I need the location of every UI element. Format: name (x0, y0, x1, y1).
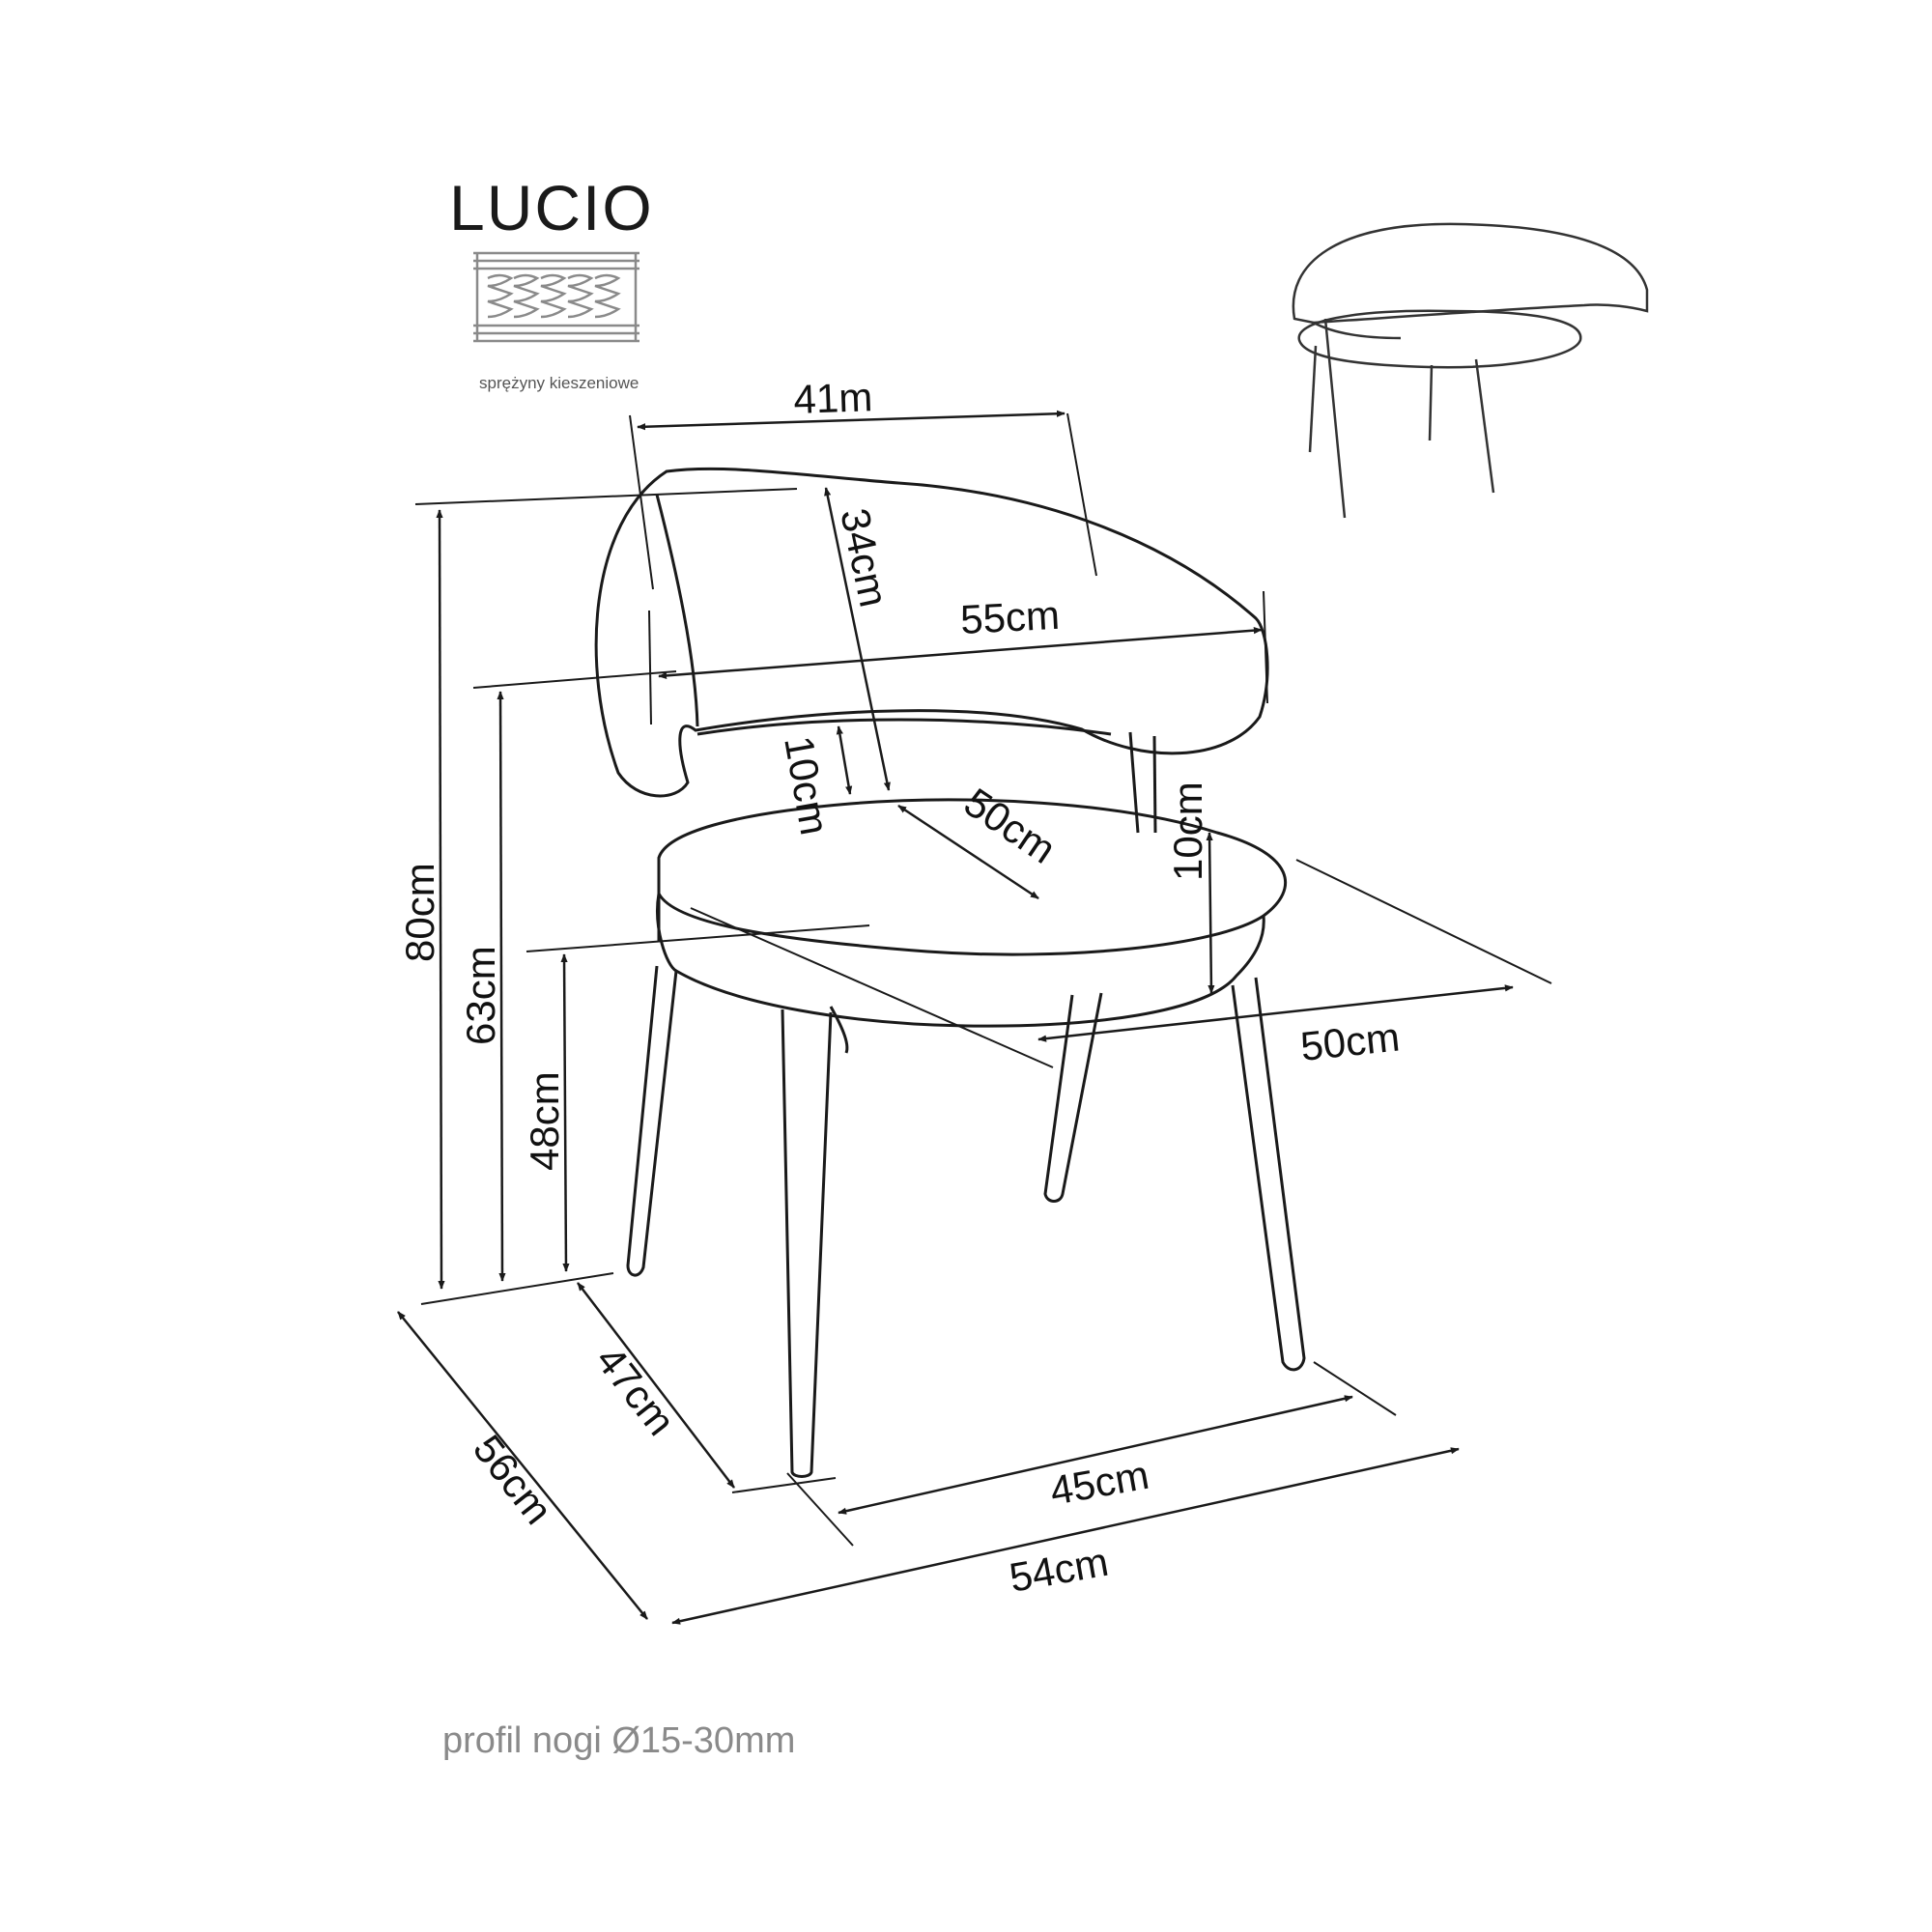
dim-overall-depth: 56cm (465, 1427, 561, 1533)
dim-backrest-width-top: 41m (793, 374, 873, 422)
dim-leg-depth: 47cm (587, 1338, 684, 1444)
dim-seat-width: 50cm (1298, 1013, 1402, 1068)
dim-overall-width: 54cm (1006, 1539, 1111, 1601)
product-title: LUCIO (449, 172, 654, 243)
chair-thumbnail-icon (1292, 222, 1649, 519)
dim-seat-height: 48cm (522, 1071, 567, 1171)
spring-caption: sprężyny kieszeniowe (479, 374, 639, 392)
dimension-arrows (397, 410, 1514, 1625)
dim-seat-thickness: 10cm (1165, 781, 1210, 881)
pocket-springs-icon (473, 251, 639, 343)
dim-gap-height: 10cm (776, 732, 838, 838)
dimension-lines (414, 412, 1552, 1547)
dim-armrest-height: 63cm (458, 946, 503, 1045)
dim-overall-width-arms: 55cm (959, 592, 1061, 642)
dim-overall-height: 80cm (397, 863, 442, 962)
chair-drawing (594, 467, 1306, 1478)
leg-profile-note: profil nogi Ø15-30mm (442, 1720, 795, 1761)
dim-leg-width: 45cm (1046, 1452, 1151, 1514)
dim-backrest-height: 34cm (832, 504, 896, 611)
dim-seat-depth: 50cm (956, 779, 1064, 871)
